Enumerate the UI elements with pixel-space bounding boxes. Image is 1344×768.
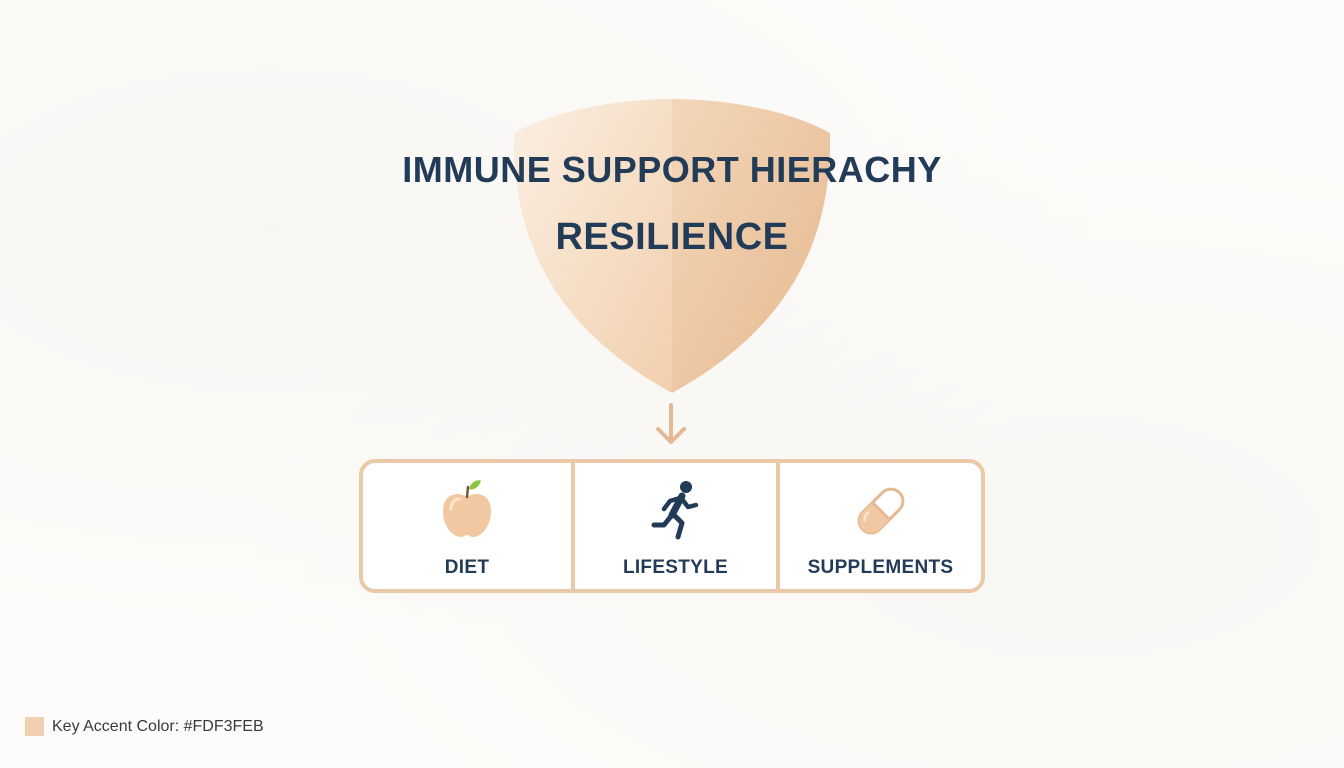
pillar-label-supplements: SUPPLEMENTS	[807, 557, 954, 578]
diagram-title: IMMUNE SUPPORT HIERACHY	[402, 149, 942, 190]
apple-icon	[443, 480, 491, 537]
legend: Key Accent Color: #FDF3FEB	[25, 717, 264, 736]
pillar-label-lifestyle: LIFESTYLE	[622, 557, 729, 578]
pillar-diet: DIET	[363, 463, 571, 589]
diagram-subtitle: RESILIENCE	[555, 216, 789, 258]
arrow-down-icon	[656, 403, 686, 444]
pillar-label-diet: DIET	[444, 557, 490, 578]
shield-icon	[513, 99, 831, 393]
pillar-supplements: SUPPLEMENTS	[776, 463, 981, 589]
pill-capsule-icon	[857, 487, 904, 535]
pillar-lifestyle: LIFESTYLE	[571, 463, 776, 589]
legend-label: Key Accent Color: #FDF3FEB	[52, 717, 264, 735]
legend-color-swatch	[25, 717, 44, 736]
pillars-panel: DIET LIFESTYLE SUPPLEMENTS	[359, 459, 985, 593]
running-person-icon	[651, 481, 698, 540]
